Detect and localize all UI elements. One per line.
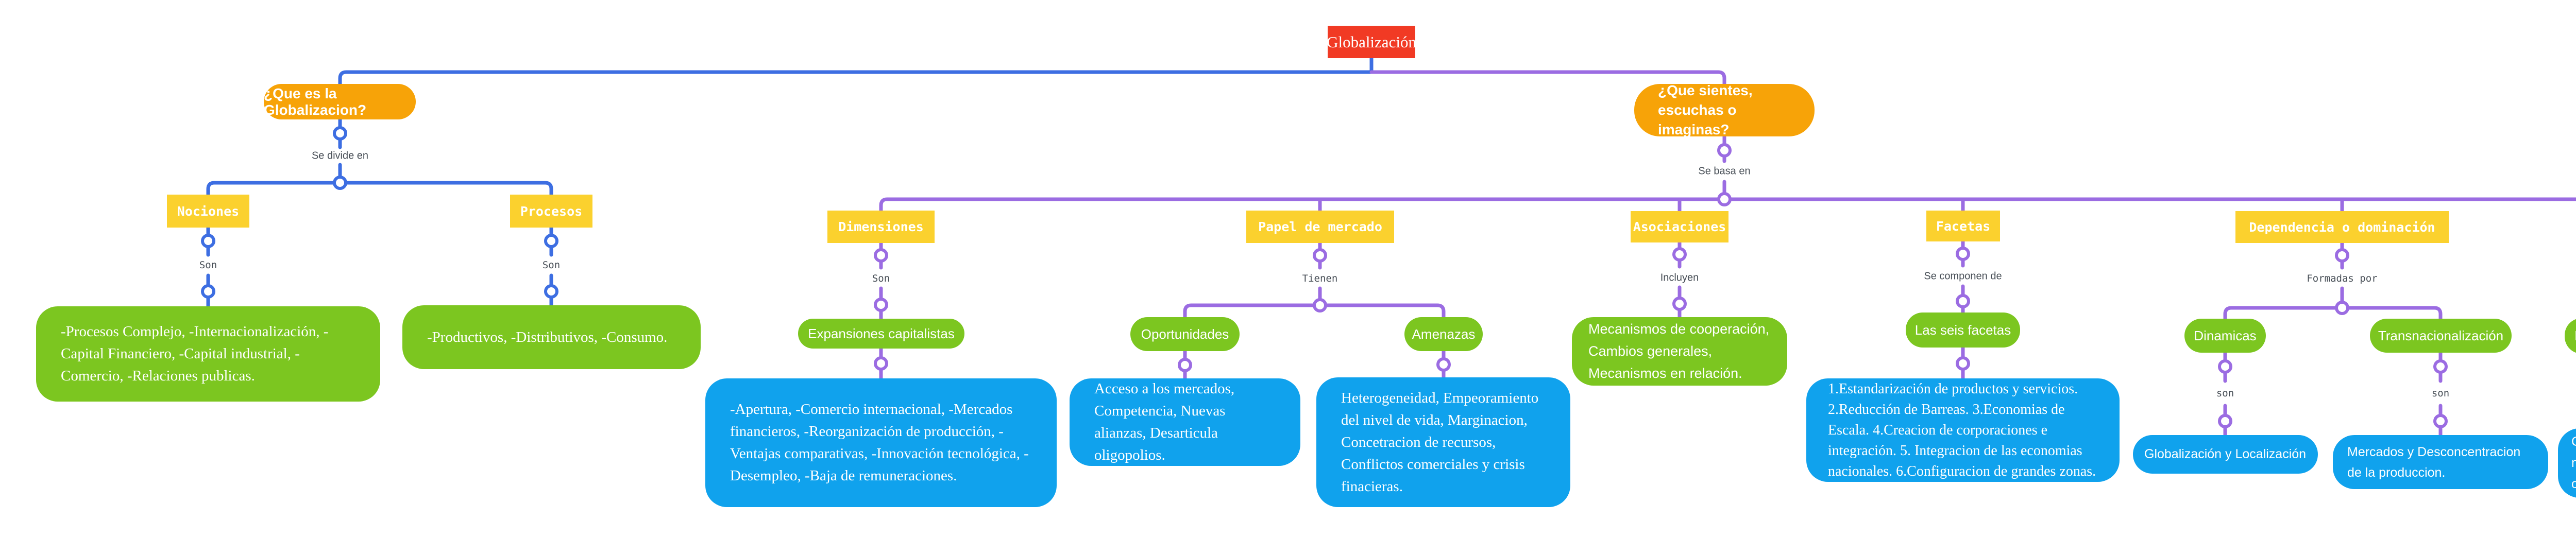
detail-dinamicas[interactable]: Globalización y Localización	[2133, 435, 2318, 474]
detail-amenazas[interactable]: Heterogeneidad, Empeoramiento del nivel …	[1316, 377, 1570, 507]
category-procesos[interactable]: Procesos	[510, 195, 592, 228]
question-right[interactable]: ¿Que sientes, escuchas o imaginas?	[1634, 82, 1815, 137]
edge-label-son-transnacionalizacion: son	[2431, 388, 2450, 399]
category-dependencia-o-dominacion[interactable]: Dependencia o dominación	[2235, 211, 2449, 243]
root-topic[interactable]: Globalización	[1327, 26, 1416, 58]
detail-procesos[interactable]: -Productivos, -Distributivos, -Consumo.	[402, 305, 701, 369]
edge-label-son-nociones: Son	[199, 259, 217, 271]
subtopic-oportunidades[interactable]: Oportunidades	[1130, 317, 1240, 351]
subtopic-disparadores-psicologicos[interactable]: Disparadores psicológicos.	[2565, 318, 2576, 354]
subtopic-las-seis-facetas[interactable]: Las seis facetas	[1906, 313, 2020, 348]
detail-transnacionalizacion[interactable]: Mercados y Desconcentracion de la produc…	[2333, 435, 2548, 489]
edge-label-incluyen: Incluyen	[1660, 272, 1699, 284]
edge-label-son-dinamicas: son	[2216, 388, 2234, 399]
edge-label-se-divide-en: Se divide en	[311, 150, 369, 162]
category-facetas[interactable]: Facetas	[1926, 211, 2000, 241]
edge-label-formadas-por: Formadas por	[2307, 273, 2378, 284]
subtopic-amenazas[interactable]: Amenazas	[1404, 317, 1483, 351]
question-left[interactable]: ¿Que es la Globalizacion?	[264, 84, 416, 119]
subtopic-expansiones-capitalistas[interactable]: Expansiones capitalistas	[798, 319, 964, 349]
edge-label-tienen: Tienen	[1302, 273, 1338, 284]
edge-label-se-componen-de: Se componen de	[1924, 270, 2002, 282]
category-asociaciones[interactable]: Asociaciones	[1631, 211, 1728, 242]
right-branch-wires	[874, 70, 2576, 437]
subtopic-transnacionalizacion[interactable]: Transnacionalización	[2370, 319, 2512, 353]
left-branch-wires	[201, 56, 1374, 308]
detail-nociones[interactable]: -Procesos Complejo, -Internacionalizació…	[36, 306, 380, 402]
edge-label-son-dimensiones: Son	[872, 273, 890, 284]
edge-label-se-basa-en: Se basa en	[1698, 165, 1751, 177]
detail-expansiones-capitalistas[interactable]: -Apertura, -Comercio internacional, -Mer…	[705, 378, 1057, 507]
subtopic-dinamicas[interactable]: Dinamicas	[2184, 319, 2266, 353]
category-nociones[interactable]: Nociones	[167, 195, 249, 228]
detail-las-seis-facetas[interactable]: 1.Estandarización de productos y servici…	[1806, 378, 2120, 482]
detail-consumos[interactable]: Cultura, Status, Afectivo, De necesidad,…	[2558, 428, 2576, 498]
detail-asociaciones[interactable]: Mecanismos de cooperación, Cambios gener…	[1572, 317, 1787, 386]
detail-oportunidades[interactable]: Acceso a los mercados, Competencia, Nuev…	[1070, 378, 1300, 466]
category-papel-de-mercado[interactable]: Papel de mercado	[1246, 211, 1394, 243]
category-dimensiones[interactable]: Dimensiones	[827, 211, 935, 243]
edge-label-son-procesos: Son	[542, 259, 561, 271]
